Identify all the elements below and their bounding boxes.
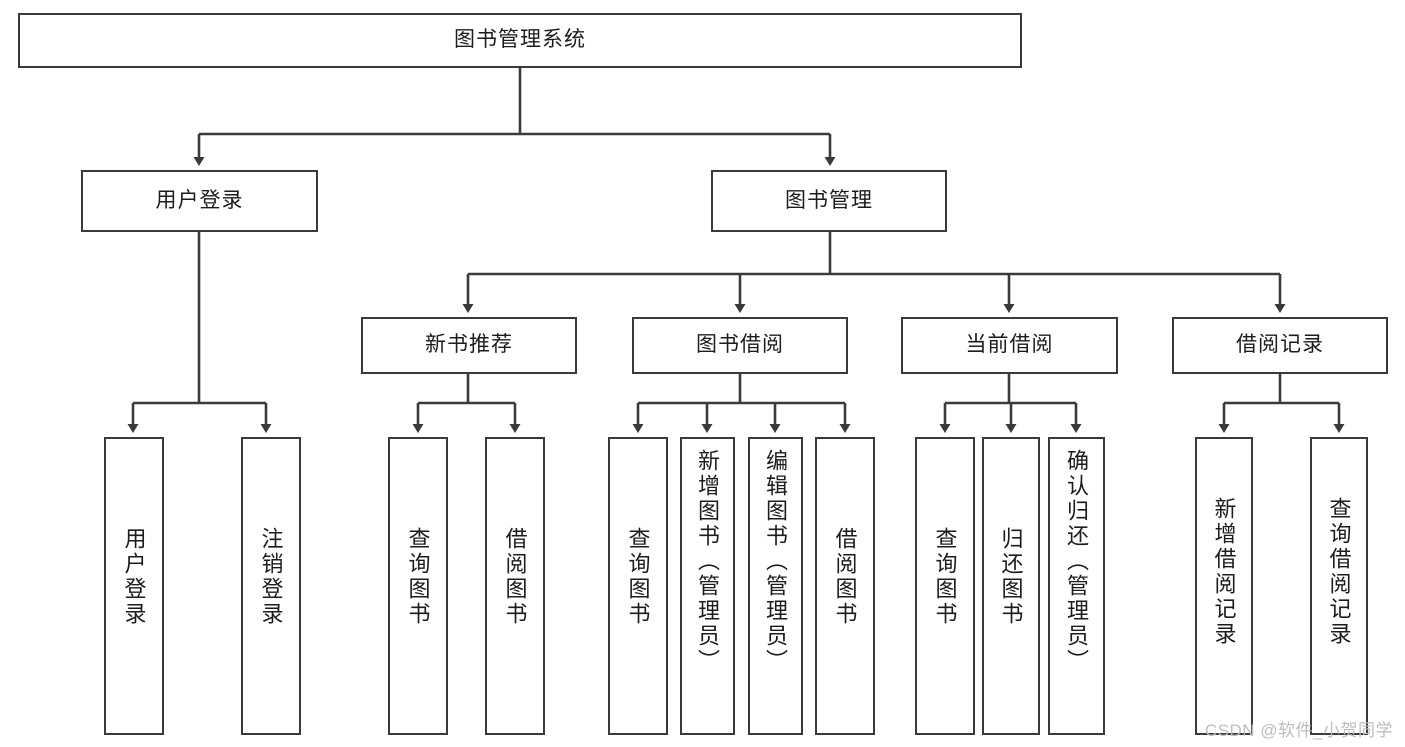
node-leaf-query-book-2[interactable]: 查询图书	[608, 437, 668, 735]
node-new-book-recommend[interactable]: 新书推荐	[361, 317, 577, 374]
node-user-login-label: 用户登录	[155, 188, 244, 212]
node-leaf-borrow-book-2-label: 借阅图书	[832, 527, 858, 627]
node-leaf-add-book-admin-label: 新增图书（管理员）	[695, 449, 721, 674]
node-user-login[interactable]: 用户登录	[81, 170, 318, 232]
node-leaf-logout-login[interactable]: 注销登录	[241, 437, 301, 735]
node-leaf-add-borrow-record-label: 新增借阅记录	[1211, 497, 1237, 647]
node-leaf-logout-login-label: 注销登录	[258, 527, 284, 627]
node-book-management[interactable]: 图书管理	[711, 170, 947, 232]
node-leaf-borrow-book-1[interactable]: 借阅图书	[485, 437, 545, 735]
node-leaf-query-book-3-label: 查询图书	[932, 527, 958, 627]
node-leaf-query-borrow-record-label: 查询借阅记录	[1326, 497, 1352, 647]
node-leaf-user-login[interactable]: 用户登录	[104, 437, 164, 735]
node-leaf-user-login-label: 用户登录	[121, 527, 147, 627]
node-current-borrow-label: 当前借阅	[965, 333, 1054, 357]
node-root-label: 图书管理系统	[454, 28, 586, 52]
node-leaf-query-book-2-label: 查询图书	[625, 527, 651, 627]
node-leaf-query-borrow-record[interactable]: 查询借阅记录	[1310, 437, 1368, 735]
node-root[interactable]: 图书管理系统	[18, 13, 1022, 68]
node-leaf-confirm-return-admin-label: 确认归还（管理员）	[1064, 449, 1090, 674]
node-leaf-edit-book-admin-label: 编辑图书（管理员）	[763, 449, 789, 674]
node-leaf-add-book-admin[interactable]: 新增图书（管理员）	[680, 437, 735, 735]
node-borrow-record[interactable]: 借阅记录	[1172, 317, 1388, 374]
node-leaf-borrow-book-2[interactable]: 借阅图书	[815, 437, 875, 735]
node-leaf-query-book-1[interactable]: 查询图书	[388, 437, 448, 735]
node-current-borrow[interactable]: 当前借阅	[901, 317, 1118, 374]
node-leaf-query-book-3[interactable]: 查询图书	[915, 437, 975, 735]
node-book-management-label: 图书管理	[785, 188, 873, 212]
node-borrow-record-label: 借阅记录	[1236, 333, 1324, 357]
node-leaf-return-book-label: 归还图书	[998, 527, 1024, 627]
node-book-borrow[interactable]: 图书借阅	[632, 317, 848, 374]
node-leaf-confirm-return-admin[interactable]: 确认归还（管理员）	[1048, 437, 1105, 735]
node-leaf-query-book-1-label: 查询图书	[405, 527, 431, 627]
watermark: CSDN @软件_小贺同学	[1204, 721, 1393, 740]
node-leaf-edit-book-admin[interactable]: 编辑图书（管理员）	[748, 437, 803, 735]
node-leaf-borrow-book-1-label: 借阅图书	[502, 527, 528, 627]
node-leaf-return-book[interactable]: 归还图书	[982, 437, 1040, 735]
node-new-book-recommend-label: 新书推荐	[425, 333, 513, 357]
node-book-borrow-label: 图书借阅	[696, 333, 784, 357]
node-leaf-add-borrow-record[interactable]: 新增借阅记录	[1195, 437, 1253, 735]
